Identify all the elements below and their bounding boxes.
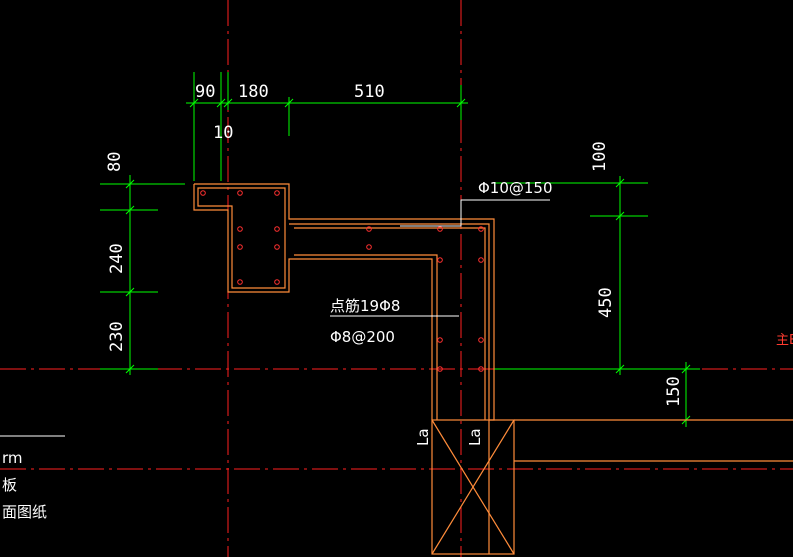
leader-lines <box>330 199 550 317</box>
left-text-line1: rm <box>2 449 23 467</box>
rebar-points-label: 点筋19Φ8 <box>330 297 400 315</box>
left-text-line2: 板 <box>2 476 17 494</box>
dim-230: 230 <box>107 321 127 352</box>
dim-10: 10 <box>213 123 233 143</box>
right-cut-label: 主B <box>776 333 793 348</box>
rebar-top-label: Φ10@150 <box>478 179 553 197</box>
dim-90: 90 <box>195 82 215 102</box>
la-left-label: La <box>414 428 432 446</box>
rebar-stirrup-label: Φ8@200 <box>330 328 395 346</box>
dim-510: 510 <box>354 82 385 102</box>
concrete-outline <box>193 183 793 555</box>
dim-150: 150 <box>664 376 684 407</box>
rebar-dots <box>200 190 484 372</box>
la-right-label: La <box>466 428 484 446</box>
dim-240: 240 <box>107 243 127 274</box>
dim-80: 80 <box>105 152 125 172</box>
dim-100: 100 <box>590 141 610 172</box>
left-text-line3: 面图纸 <box>2 503 47 521</box>
dim-450: 450 <box>596 287 616 318</box>
dimension-lines <box>100 72 700 427</box>
dim-180: 180 <box>238 82 269 102</box>
